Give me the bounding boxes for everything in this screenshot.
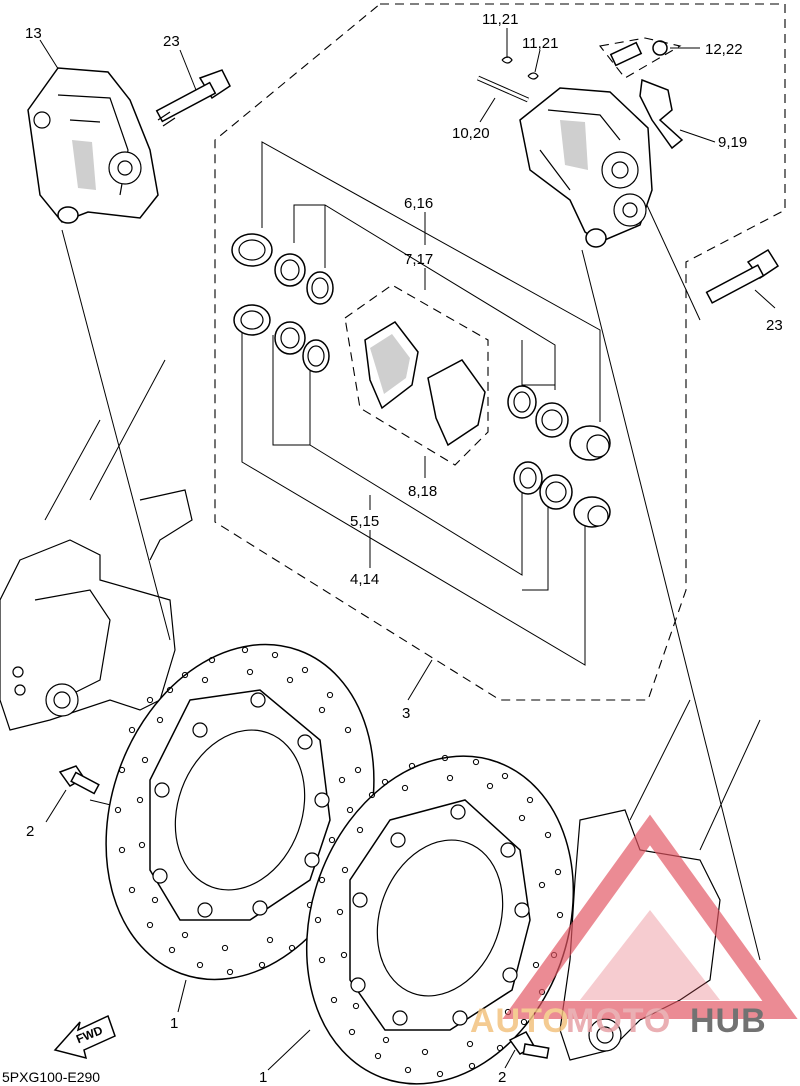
bleed-screw xyxy=(599,37,682,79)
disc-bolt-right xyxy=(508,1031,550,1059)
lower-piston-group xyxy=(507,385,611,528)
callout-1-left: 1 xyxy=(170,1015,178,1032)
brake-pads xyxy=(364,321,486,447)
disc-right-float-buttons xyxy=(350,804,530,1026)
callout-10-20: 10,20 xyxy=(452,125,490,142)
pad-spring xyxy=(639,78,684,150)
callout-2-left: 2 xyxy=(26,823,34,840)
callout-13: 13 xyxy=(25,25,42,42)
upper-piston-group xyxy=(231,233,334,373)
callout-12-22: 12,22 xyxy=(705,41,743,58)
callout-6-16: 6,16 xyxy=(404,195,433,212)
fwd-arrow: FWD xyxy=(53,1014,116,1060)
watermark-text-auto: AUTO xyxy=(470,1002,570,1040)
watermark: AUTO MOTO HUB xyxy=(470,814,798,1040)
callout-7-17: 7,17 xyxy=(404,251,433,268)
callout-4-14: 4,14 xyxy=(350,571,379,588)
brake-disc-right xyxy=(305,754,575,1085)
brake-disc-left xyxy=(105,643,375,981)
callout-5-15: 5,15 xyxy=(350,513,379,530)
caliper-bolt-right xyxy=(705,248,780,304)
callout-8-18: 8,18 xyxy=(408,483,437,500)
callout-3: 3 xyxy=(402,705,410,722)
callout-11-21-b: 11,21 xyxy=(522,35,558,52)
seal-kit-brackets xyxy=(241,141,601,666)
caliper-assembly-outline xyxy=(214,3,786,701)
caliper-bolt-left xyxy=(155,69,231,127)
watermark-text-hub: HUB xyxy=(690,1002,767,1040)
callout-2-right: 2 xyxy=(498,1069,506,1086)
watermark-triangle-logo xyxy=(502,814,798,1019)
drawing-code: 5PXG100-E290 xyxy=(2,1069,100,1085)
disc-bolt-left xyxy=(58,765,100,795)
callout-11-21-a: 11,21 xyxy=(482,11,518,28)
right-caliper xyxy=(519,87,653,248)
fork-leg-right xyxy=(559,699,761,1061)
fork-leg-left xyxy=(0,359,193,731)
disc-left-float-buttons xyxy=(152,692,330,918)
left-caliper xyxy=(27,67,159,224)
pad-pin-and-clips xyxy=(476,56,539,103)
callout-23-left: 23 xyxy=(163,33,180,50)
callout-23-right: 23 xyxy=(766,317,783,334)
disc-left-holes xyxy=(114,646,364,976)
watermark-text-moto: MOTO xyxy=(566,1002,671,1040)
callout-1-right: 1 xyxy=(259,1069,267,1086)
callout-9-19: 9,19 xyxy=(718,134,747,151)
